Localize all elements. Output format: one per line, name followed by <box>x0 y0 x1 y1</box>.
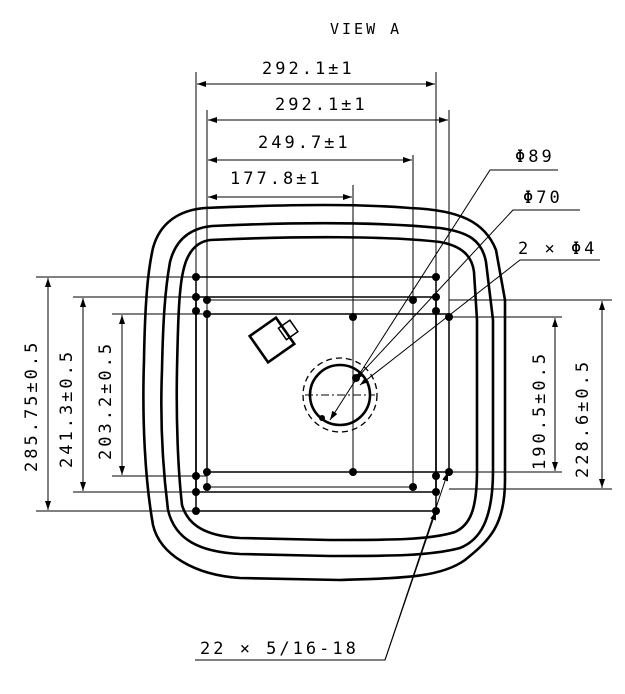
mount-rect-outer <box>195 276 437 512</box>
dim-w-mid: 249.7±1 <box>258 133 351 153</box>
callout-dia89: Φ89 <box>515 147 555 167</box>
dim-h-right-inner: 190.5±0.5 <box>530 351 550 470</box>
dim-w-outer-2: 292.1±1 <box>275 95 368 115</box>
housing-outline-middle <box>160 221 495 558</box>
callout-holes2: 2 × Φ4 <box>518 239 597 259</box>
leader-dia89 <box>329 169 558 421</box>
housing-outline-inner <box>175 235 479 542</box>
leader-threads-2 <box>384 510 437 661</box>
leader-holes2 <box>359 259 600 386</box>
dim-h-outer: 285.75±0.5 <box>22 340 42 472</box>
dim-w-inner: 177.8±1 <box>230 169 323 189</box>
dim-h-inner: 203.2±0.5 <box>96 341 116 460</box>
view-title: VIEW A <box>330 20 402 38</box>
dim-h-right-outer: 228.6±0.5 <box>573 359 593 478</box>
dim-w-outer: 292.1±1 <box>262 59 355 79</box>
connector-box <box>247 315 299 365</box>
callout-threads: 22 × 5/16-18 <box>200 639 359 659</box>
dim-h-mid: 241.3±0.5 <box>57 349 77 468</box>
bore-dashed-89 <box>302 357 378 433</box>
leader-threads-1 <box>195 471 449 661</box>
bolt-holes <box>192 273 453 515</box>
pin-hole-2 <box>319 415 325 421</box>
callout-dia70: Φ70 <box>523 188 563 208</box>
leader-dia70 <box>354 209 580 381</box>
mount-rect-mid <box>195 296 437 493</box>
housing-outline-outer <box>142 203 507 582</box>
